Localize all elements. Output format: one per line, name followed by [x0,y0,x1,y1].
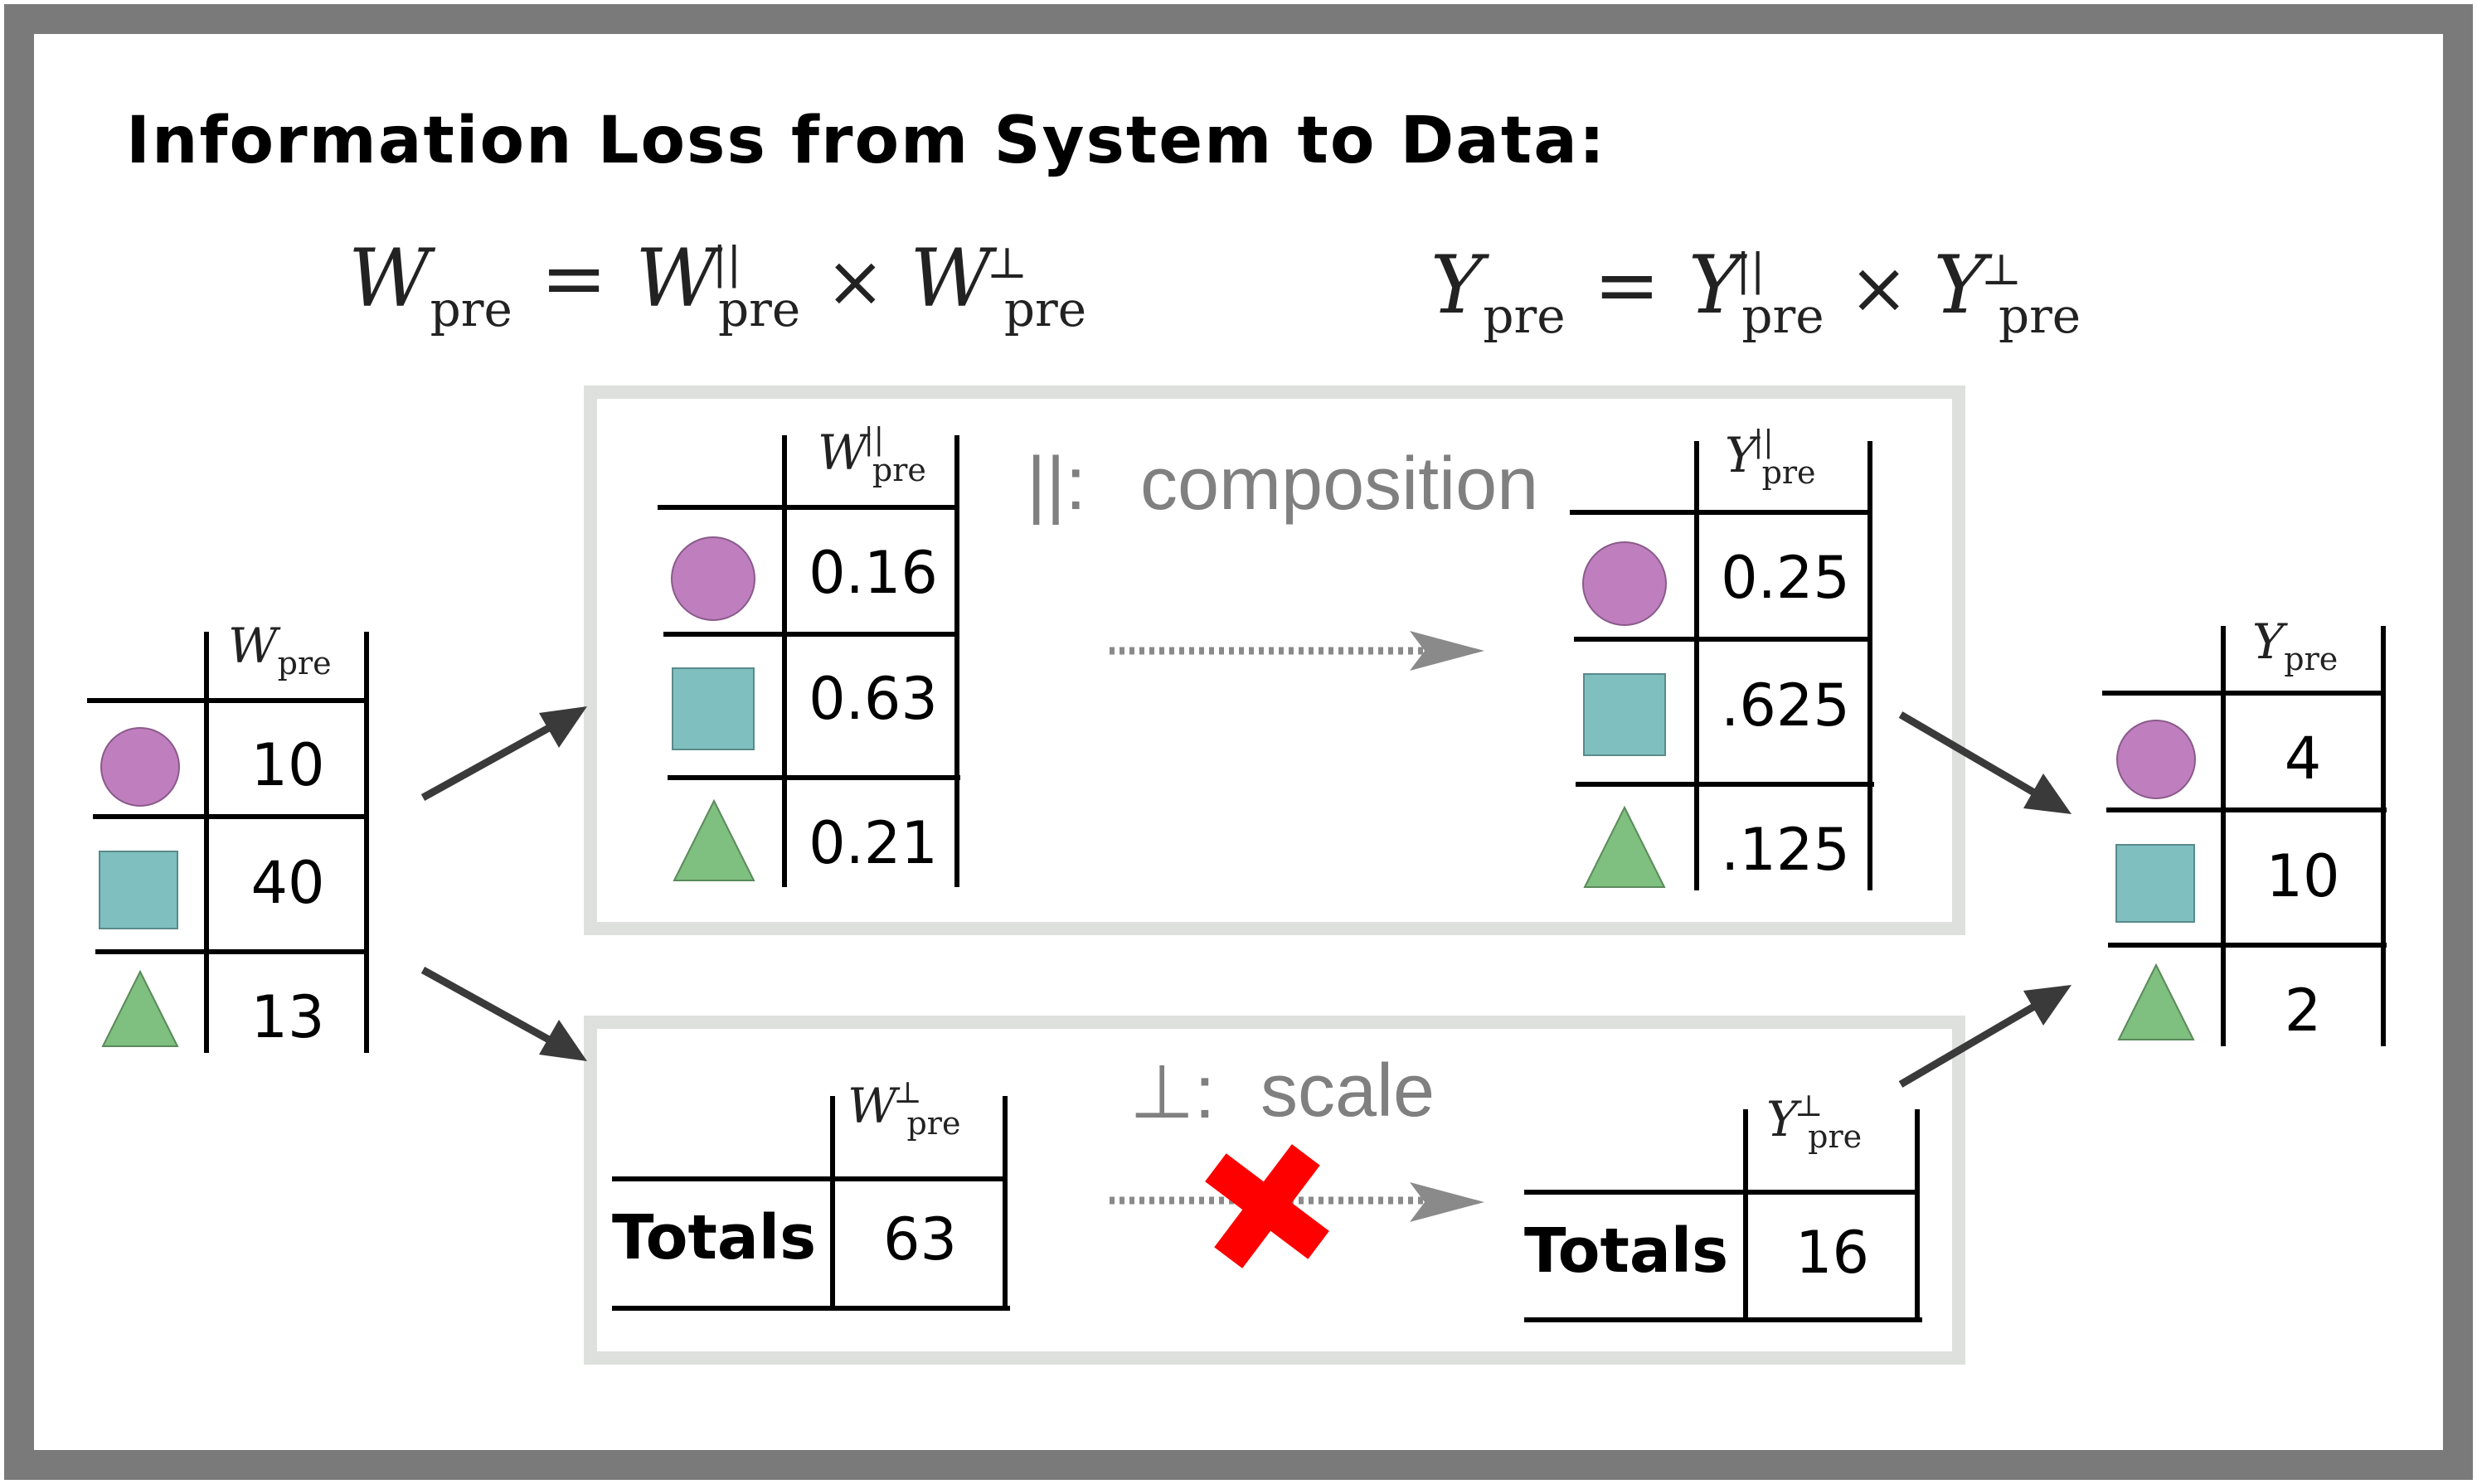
equation-y: Ypre=Y||pre×Y⊥pre [1430,239,2081,344]
w-scale-totals-label: Totals [612,1202,817,1273]
eq-w-times: × [825,240,886,323]
w-pre-header: Wpre [228,618,332,681]
w-scale-header: W⊥pre [848,1076,961,1142]
w-pre-table [87,632,369,1053]
w-comp-value-triangle: 0.21 [809,809,938,877]
eq-y-t1-sup: || [1736,245,1765,295]
w-scale-table [612,1096,1010,1311]
eq-y-t1-sub: pre [1741,288,1824,344]
eq-w-t2-sub: pre [1003,281,1087,337]
y-pre-header: Ypre [2252,613,2339,677]
triangle-shape-icon [101,969,179,1047]
composition-label: composition [1140,443,1539,526]
eq-w-equals: = [540,232,608,325]
dotted-arrow-scale [1110,1182,1484,1222]
arrow-from-composition [1898,711,2071,814]
eq-y-times: × [1848,247,1909,330]
eq-y-lhs: Y [1430,239,1484,332]
scale-label: scale [1260,1050,1435,1132]
y-comp-table [1570,441,1874,890]
w-pre-value-triangle: 13 [250,983,325,1051]
eq-w-lhs-sub: pre [430,281,512,337]
eq-y-equals: = [1593,239,1660,332]
eq-y-t1: Y [1688,239,1741,332]
square-shape-icon [2115,844,2195,923]
y-comp-value-circle: 0.25 [1721,544,1850,612]
y-scale-header: Y⊥pre [1766,1089,1863,1155]
square-shape-icon [99,851,178,929]
y-pre-table [2102,626,2387,1046]
eq-y-t2: Y [1933,239,1987,332]
y-scale-totals-label: Totals [1524,1215,1729,1287]
dotted-arrow-composition [1110,631,1484,671]
circle-shape-icon [1582,541,1667,626]
eq-y-t2-sup: ⊥ [1981,245,2022,295]
composition-symbol: ||: [1027,443,1086,526]
arrow-to-composition [420,706,587,801]
composition-panel [584,386,1965,935]
w-pre-value-circle: 10 [250,731,325,799]
w-scale-total-value: 63 [882,1205,958,1273]
eq-w-t2-sup: ⊥ [986,239,1027,289]
diagram-title: Information Loss from System to Data: [126,104,1607,178]
triangle-shape-icon [2117,963,2195,1040]
red-cross-icon [1205,1144,1329,1268]
circle-shape-icon [100,727,180,807]
equation-w: Wpre=W||pre×W⊥pre [348,232,1086,337]
eq-y-t2-sub: pre [1998,288,2081,344]
y-comp-value-square: .625 [1721,672,1850,740]
outer-frame [4,4,2473,1480]
eq-w-t1: W [635,232,717,325]
y-pre-value-triangle: 2 [2284,977,2322,1045]
eq-w-lhs: W [348,232,430,325]
y-scale-table [1524,1109,1922,1322]
y-pre-value-circle: 4 [2284,725,2322,793]
w-comp-value-square: 0.63 [809,665,938,733]
w-pre-value-square: 40 [250,849,325,917]
y-scale-total-value: 16 [1795,1219,1870,1287]
eq-w-t1-sup: || [712,239,742,289]
y-comp-header: Y||pre [1725,425,1816,491]
arrow-from-scale [1898,985,2071,1088]
eq-w-t1-sub: pre [718,281,801,337]
scale-panel [584,1016,1965,1365]
y-comp-value-triangle: .125 [1721,816,1850,884]
eq-y-lhs-sub: pre [1483,288,1566,344]
w-comp-value-circle: 0.16 [809,539,938,607]
w-comp-table [658,435,960,887]
scale-symbol: ⊥: [1129,1051,1216,1134]
y-pre-value-square: 10 [2266,842,2340,910]
circle-shape-icon [671,536,755,621]
w-comp-header: W||pre [818,423,926,488]
square-shape-icon [672,667,755,750]
eq-w-t2: W [910,232,992,325]
circle-shape-icon [2116,720,2196,799]
triangle-shape-icon [673,798,755,881]
square-shape-icon [1583,673,1666,756]
arrow-to-scale [420,967,587,1061]
triangle-shape-icon [1583,805,1666,888]
